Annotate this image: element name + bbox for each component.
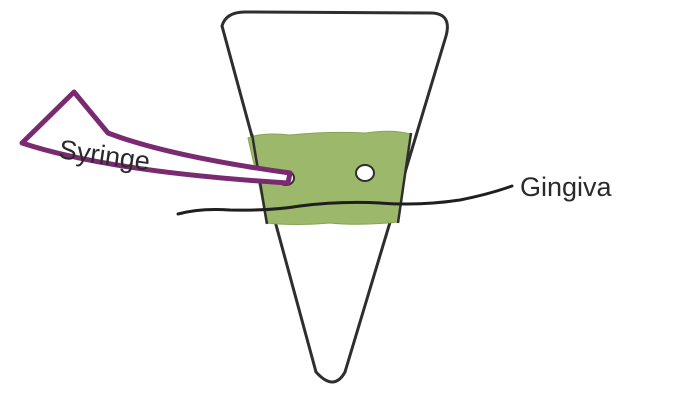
gingiva-label: Gingiva xyxy=(520,172,613,202)
injection-hole-right xyxy=(356,165,374,181)
